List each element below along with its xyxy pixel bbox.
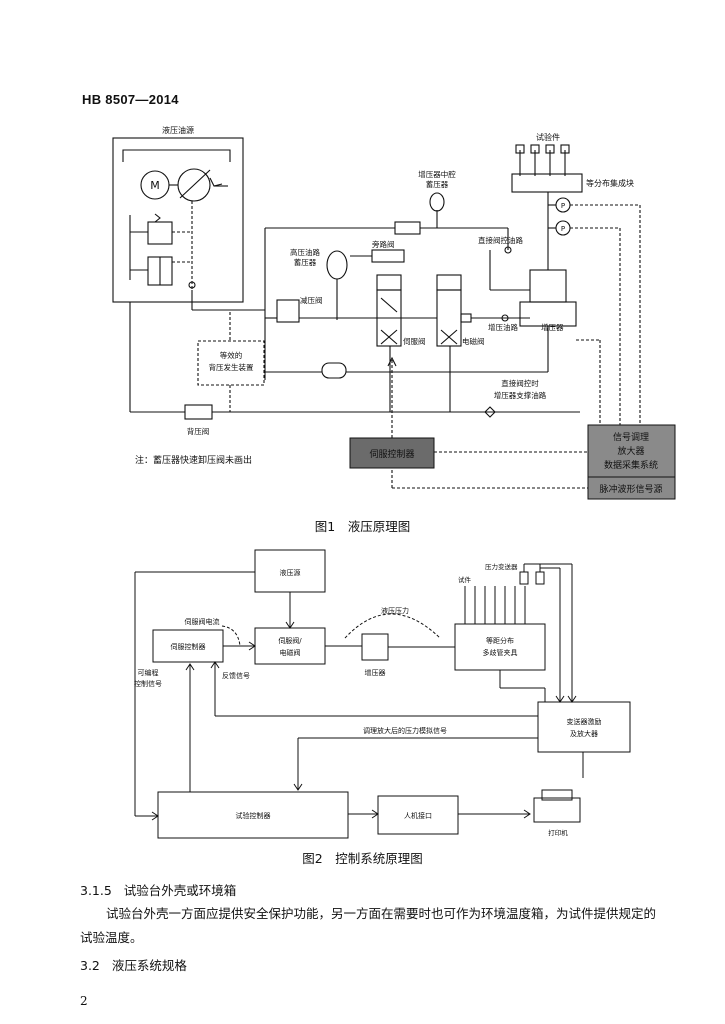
- label-direct-boost-1: 直接阀控时: [501, 378, 539, 388]
- label-prog-2: 控制信号: [134, 679, 162, 688]
- label-equiv-bp-2: 背压发生装置: [209, 362, 254, 372]
- label-hp-acc-2: 蓄压器: [294, 257, 317, 267]
- label-test-piece: 试件: [458, 575, 472, 584]
- label-fixture-1: 等距分布: [486, 636, 514, 645]
- label-servo-valve: 伺服阀: [403, 336, 426, 346]
- label-equiv-bp-1: 等效的: [220, 350, 243, 360]
- label-transmitter-2: 及放大器: [570, 729, 598, 738]
- label-printer: 打印机: [548, 828, 568, 837]
- pulse-source-box: [587, 476, 676, 500]
- reducing-valve: [276, 299, 300, 323]
- document-header: HB 8507—2014: [82, 92, 179, 107]
- label-intensifier: 增压器: [541, 322, 564, 332]
- label-direct-valve-ctrl: 直接阀控油路: [478, 235, 523, 245]
- label-bypass-valve: 旁路阀: [372, 239, 395, 249]
- hydraulic-source-box: [112, 137, 244, 303]
- label-pressure-transducer: 压力变送器: [485, 562, 518, 571]
- test-controller-box: [157, 791, 349, 839]
- label-test-controller: 试验控制器: [236, 811, 271, 820]
- label-transmitter-1: 变送器激励: [567, 717, 602, 726]
- label-intensifier: 增压器: [365, 668, 386, 677]
- printer-icon: [533, 797, 581, 823]
- intensifier-box: [361, 633, 389, 661]
- label-reducing-valve: 减压阀: [300, 295, 323, 305]
- label-test-piece: 试验件: [536, 132, 560, 142]
- label-direct-boost-2: 增压器支撑油路: [494, 390, 547, 400]
- section-title: 液压系统规格: [111, 958, 187, 973]
- intensifier-symbol: [529, 269, 567, 303]
- figure2-caption: 图2 控制系统原理图: [302, 851, 423, 866]
- section-32-heading: 3.2 液压系统规格: [80, 955, 187, 974]
- label-pulse-source: 脉冲波形信号源: [599, 483, 662, 495]
- fixture-box: [454, 623, 546, 671]
- label-fixture-2: 多歧管夹具: [483, 648, 518, 657]
- control-system-diagram: 液压源 伺服阀电流 伺服控制器 伺服阀/ 电磁阀 液压压力 增压器 试件 压力变…: [134, 549, 631, 839]
- mid-accumulator: [429, 192, 445, 212]
- relief-valve: [147, 221, 173, 245]
- label-valve-2: 电磁阀: [280, 648, 301, 657]
- label-p2: P: [561, 225, 565, 233]
- label-feedback: 反馈信号: [222, 671, 250, 680]
- pump-symbol: [177, 168, 211, 202]
- label-backpressure-valve: 背压阀: [187, 426, 210, 436]
- hmi-box: [377, 795, 459, 835]
- section-number: 3.2: [80, 958, 100, 973]
- figure1-caption: 图1 液压原理图: [314, 519, 411, 534]
- hp-accumulator: [326, 250, 348, 280]
- label-pressure-distributor: 等分布集成块: [586, 178, 634, 188]
- label-mid-acc-2: 蓄压器: [426, 179, 449, 189]
- label-servo-controller: 伺服控制器: [171, 642, 206, 651]
- page-number: 2: [80, 994, 88, 1008]
- label-signal-2: 放大器: [617, 445, 644, 457]
- transmitter-box: [537, 701, 631, 753]
- label-hyd-pressure: 液压压力: [381, 606, 409, 615]
- label-motor: M: [150, 179, 160, 192]
- section-315-heading: 3.1.5 试验台外壳或环境箱: [80, 880, 236, 899]
- servo-controller-box: [349, 437, 435, 469]
- body-paragraph: 试验台外壳一方面应提供安全保护功能，另一方面在需要时也可作为环境温度箱，为试件提…: [80, 906, 657, 945]
- label-servo-controller: 伺服控制器: [369, 448, 414, 460]
- label-boost-line: 增压油路: [488, 322, 518, 332]
- label-hydraulic-source: 液压油源: [162, 125, 194, 135]
- label-valve-1: 伺服阀/: [278, 636, 302, 645]
- label-servo-current: 伺服阀电流: [185, 617, 220, 626]
- label-solenoid-valve: 电磁阀: [462, 336, 485, 346]
- hydraulic-schematic: 液压油源 M 试验件 等分布集成块 增压器中腔 蓄压器 直接阀控油路 高压油路 …: [112, 125, 676, 500]
- section-number: 3.1.5: [80, 883, 112, 898]
- label-hp-acc-1: 高压油路: [290, 247, 320, 257]
- label-amp-signal: 调理放大后的压力模拟信号: [363, 726, 447, 735]
- valve-box: [254, 627, 326, 665]
- label-hyd-source: 液压源: [280, 568, 301, 577]
- label-signal-1: 信号调理: [613, 431, 649, 443]
- label-signal-3: 数据采集系统: [604, 459, 658, 471]
- label-hmi: 人机接口: [404, 811, 432, 820]
- label-note: 注：蓄压器快速卸压阀未画出: [135, 454, 252, 466]
- label-prog-1: 可编程: [138, 668, 159, 677]
- label-mid-acc-1: 增压器中腔: [418, 169, 456, 179]
- section-title: 试验台外壳或环境箱: [123, 883, 237, 898]
- backpressure-valve: [184, 404, 213, 420]
- label-p1: P: [561, 202, 565, 210]
